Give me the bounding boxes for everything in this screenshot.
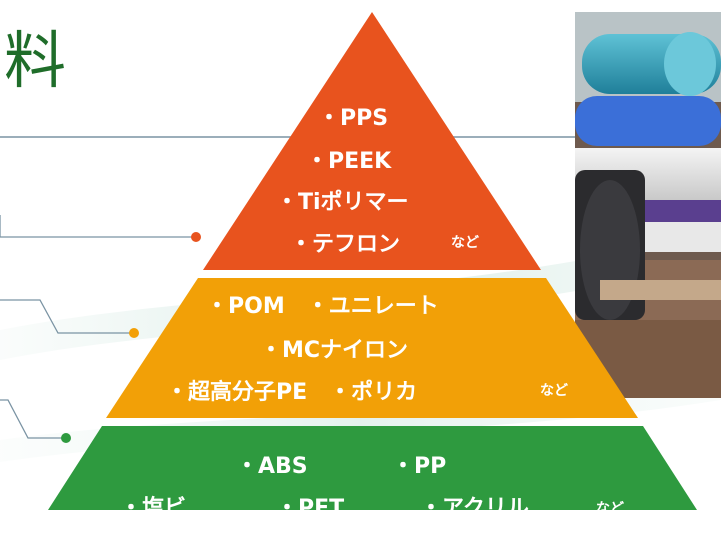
connector-top	[0, 215, 196, 238]
tier-bottom-item-abs: ・ABS	[236, 454, 308, 479]
tier-top-item-1: ・PPS	[318, 106, 389, 131]
page-title-char: 料	[4, 24, 67, 97]
tier-middle-item-3: ・超高分子PE ・ポリカ	[166, 380, 418, 405]
tier-top-item-4: ・テフロン	[290, 232, 401, 257]
connector-dot-bottom	[61, 433, 71, 443]
tier-bottom-suffix: など	[596, 501, 624, 517]
pyramid-tier-bottom	[48, 426, 697, 510]
tier-top-suffix: など	[451, 235, 479, 251]
tier-bottom-item-pp: ・PP	[392, 454, 447, 479]
tier-bottom-item-pvc: ・塩ビ	[120, 496, 187, 521]
pyramid-tier-top	[203, 12, 541, 270]
connector-dot-top	[191, 232, 201, 242]
tier-bottom-item-pet: ・PET	[276, 496, 345, 521]
connector-dot-middle	[129, 328, 139, 338]
tier-middle-item-2: ・MCナイロン	[260, 338, 409, 363]
connector-middle	[0, 299, 134, 334]
connector-bottom	[0, 399, 66, 439]
tier-top-item-3: ・Tiポリマー	[276, 190, 409, 215]
pyramid-tier-middle	[106, 278, 638, 418]
plastic-rods-photo	[575, 12, 721, 398]
tier-middle-item-1: ・POM ・ユニレート	[206, 294, 439, 319]
tier-middle-suffix: など	[540, 383, 568, 399]
tier-bottom-item-acrylic: ・アクリル	[420, 496, 529, 521]
tier-top-item-2: ・PEEK	[306, 149, 392, 174]
